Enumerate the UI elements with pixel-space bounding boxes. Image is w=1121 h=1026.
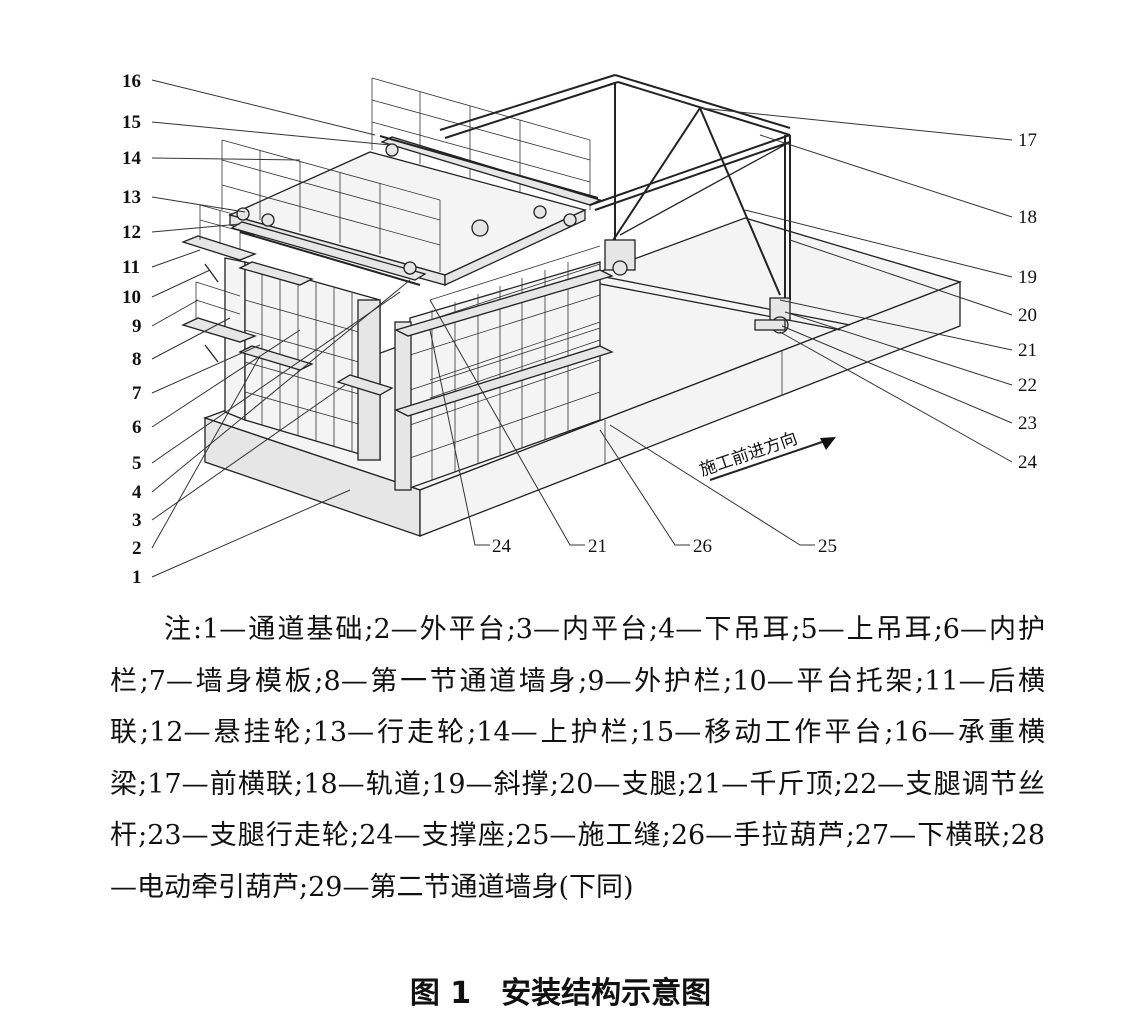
label-10: 10 (122, 287, 141, 308)
right-label-group: 17 18 19 20 21 22 23 24 (1018, 130, 1038, 473)
label-21: 21 (1018, 340, 1037, 361)
label-24-bottom: 24 (492, 536, 512, 557)
rail (589, 275, 851, 331)
label-8: 8 (132, 349, 142, 370)
label-1: 1 (132, 567, 142, 588)
label-20: 20 (1018, 305, 1037, 326)
label-16: 16 (122, 71, 141, 92)
left-label-group: 16 15 14 13 12 11 10 9 8 7 6 5 4 3 2 1 (122, 71, 142, 588)
figure-caption: 图 1 安装结构示意图 (409, 976, 712, 1011)
leader-lines (151, 79, 1013, 578)
label-3: 3 (132, 510, 142, 531)
label-19: 19 (1018, 267, 1037, 288)
label-5: 5 (132, 453, 142, 474)
direction-arrow (709, 437, 836, 481)
label-6: 6 (132, 417, 142, 438)
label-26-bottom: 26 (693, 536, 712, 557)
label-24: 24 (1018, 452, 1038, 473)
label-25-bottom: 25 (818, 536, 837, 557)
label-11: 11 (122, 257, 140, 278)
platforms (181, 235, 614, 417)
label-15: 15 (122, 112, 141, 133)
label-9: 9 (132, 316, 142, 337)
label-7: 7 (132, 383, 142, 404)
label-12: 12 (122, 222, 141, 243)
structure-diagram: 施工前进方向 16 15 14 13 12 11 10 9 8 7 6 5 4 … (122, 71, 1038, 588)
legend-note: 注:1—通道基础;2—外平台;3—内平台;4—下吊耳;5—上吊耳;6—内护栏;7… (110, 614, 1045, 903)
gantry-frame (439, 74, 791, 334)
label-21-bottom: 21 (588, 536, 607, 557)
label-22: 22 (1018, 375, 1037, 396)
label-18: 18 (1018, 207, 1037, 228)
bottom-label-group: 24 21 26 25 (492, 536, 837, 557)
label-17: 17 (1018, 130, 1037, 151)
label-4: 4 (132, 482, 142, 503)
label-23: 23 (1018, 413, 1037, 434)
load-beams (230, 135, 602, 286)
label-2: 2 (132, 538, 142, 559)
label-13: 13 (122, 187, 141, 208)
label-14: 14 (122, 148, 142, 169)
platform-railings (195, 204, 601, 399)
